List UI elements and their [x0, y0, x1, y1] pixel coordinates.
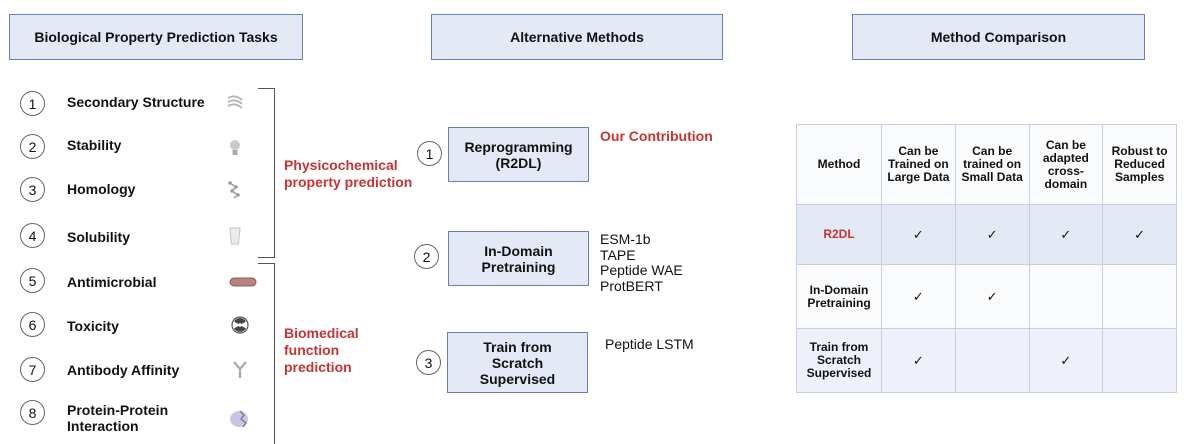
task-label: Stability	[67, 137, 122, 153]
task-label: Secondary Structure	[67, 94, 205, 110]
tasks-header: Biological Property Prediction Tasks	[9, 14, 303, 60]
check-cell: ✓	[881, 328, 956, 393]
method-box-in-domain-pretraining: In-Domain Pretraining	[448, 231, 589, 286]
check-cell	[954, 328, 1030, 393]
bacterium-icon	[229, 277, 257, 287]
column-header: Method	[796, 124, 882, 205]
check-cell: ✓	[1102, 204, 1177, 265]
method-cell: In-Domain Pretraining	[796, 264, 882, 329]
task-label: Homology	[67, 181, 136, 197]
task-number: 4	[20, 223, 45, 248]
task-number: 1	[20, 91, 45, 116]
methods-header: Alternative Methods	[431, 14, 723, 60]
physicochemical-bracket	[258, 88, 275, 258]
check-cell: ✓	[1028, 328, 1104, 393]
check-cell: ✓	[1028, 204, 1104, 265]
method-examples-list: ESM-1b TAPE Peptide WAE ProtBERT	[600, 231, 683, 294]
method-number: 3	[416, 350, 441, 375]
column-header: Can be Trained on Large Data	[881, 124, 956, 205]
method-cell: R2DL	[796, 204, 882, 265]
task-number: 7	[20, 357, 45, 382]
check-cell: ✓	[954, 264, 1030, 329]
method-number: 2	[414, 244, 439, 269]
task-label: Toxicity	[67, 318, 119, 334]
task-label: Antibody Affinity	[67, 362, 180, 378]
check-cell: ✓	[954, 204, 1030, 265]
method-box-reprogramming: Reprogramming (R2DL)	[448, 127, 589, 182]
task-label: Protein-Protein Interaction	[67, 402, 169, 434]
check-cell: ✓	[881, 264, 956, 329]
task-label: Solubility	[67, 229, 130, 245]
table-header-row: Method Can be Trained on Large Data Can …	[796, 124, 1177, 205]
beaker-icon	[229, 227, 241, 245]
task-label: Antimicrobial	[67, 274, 157, 290]
protein-complex-icon	[230, 410, 248, 428]
comparison-header: Method Comparison	[852, 14, 1145, 60]
check-cell: ✓	[881, 204, 956, 265]
check-cell	[1102, 328, 1177, 393]
biomedical-group-label: Biomedical function prediction	[284, 325, 359, 375]
table-row: Train from Scratch Supervised ✓ ✓	[796, 328, 1177, 393]
method-cell: Train from Scratch Supervised	[796, 328, 882, 393]
biomedical-bracket	[258, 263, 275, 444]
task-number: 6	[20, 312, 45, 337]
table-row: R2DL ✓ ✓ ✓ ✓	[796, 204, 1177, 265]
column-header: Can be trained on Small Data	[954, 124, 1030, 205]
helix-icon	[227, 95, 243, 109]
task-number: 8	[20, 400, 45, 425]
task-number: 5	[20, 268, 45, 293]
lightbulb-icon	[230, 140, 240, 155]
method-box-train-from-scratch: Train from Scratch Supervised	[447, 332, 588, 393]
check-cell	[1028, 264, 1104, 329]
molecule-icon	[228, 181, 240, 199]
table-row: In-Domain Pretraining ✓ ✓	[796, 264, 1177, 329]
radiation-icon	[231, 316, 249, 334]
task-number: 2	[20, 134, 45, 159]
column-header: Can be adapted cross-domain	[1028, 124, 1104, 205]
method-examples-list: Peptide LSTM	[605, 336, 694, 352]
check-cell	[1102, 264, 1177, 329]
our-contribution-label: Our Contribution	[600, 128, 713, 144]
method-comparison-table: Method Can be Trained on Large Data Can …	[796, 124, 1177, 393]
antibody-icon	[233, 361, 247, 378]
column-header: Robust to Reduced Samples	[1102, 124, 1177, 205]
physicochemical-group-label: Physicochemical property prediction	[284, 157, 413, 190]
task-number: 3	[20, 177, 45, 202]
method-number: 1	[417, 141, 442, 166]
